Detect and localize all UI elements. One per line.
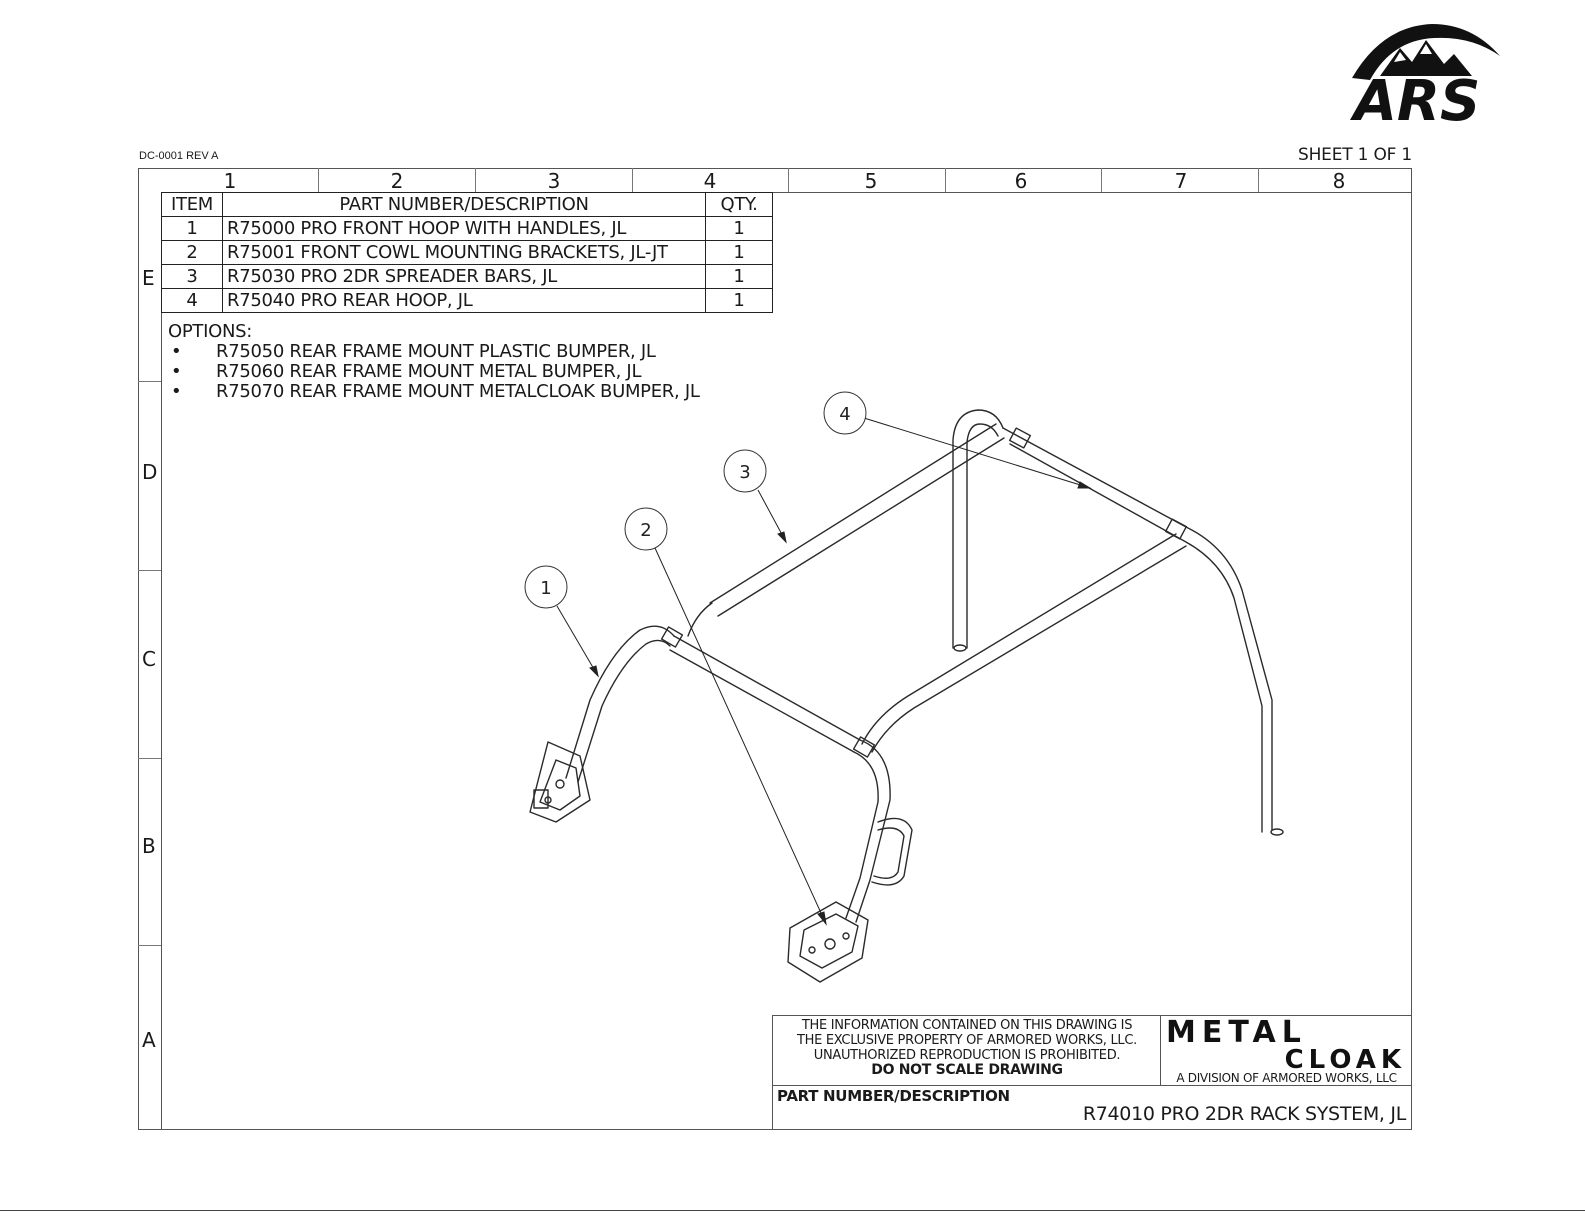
- zone-column-8: 8: [1332, 169, 1346, 193]
- part-number-label: PART NUMBER/DESCRIPTION: [777, 1087, 1010, 1105]
- page-bottom-rule: [0, 1210, 1585, 1211]
- sheet-number: SHEET 1 OF 1: [1298, 145, 1413, 165]
- zone-tick: [138, 381, 161, 382]
- table-row: 4 R75040 PRO REAR HOOP, JL 1: [161, 288, 773, 313]
- cowl-bracket-right: [787, 901, 869, 983]
- zone-column-7: 7: [1174, 169, 1188, 193]
- bom-qty: 1: [705, 264, 773, 289]
- zone-row-c: C: [142, 647, 156, 671]
- svg-text:METAL: METAL: [1166, 1016, 1307, 1050]
- balloon-label-3: 3: [739, 462, 750, 483]
- balloon-4: [823, 391, 867, 435]
- drawing-frame: [138, 168, 1412, 1130]
- bom-qty: 1: [705, 240, 773, 265]
- zone-tick: [1258, 168, 1259, 192]
- bom-header-row: ITEM PART NUMBER/DESCRIPTION QTY.: [161, 192, 773, 217]
- balloon-2: [624, 507, 668, 551]
- do-not-scale-notice: DO NOT SCALE DRAWING: [871, 1062, 1063, 1078]
- zone-tick: [945, 168, 946, 192]
- bom-header-description: PART NUMBER/DESCRIPTION: [222, 192, 706, 217]
- svg-text:CLOAK: CLOAK: [1285, 1045, 1406, 1072]
- balloon-3: [723, 449, 767, 493]
- options-list: OPTIONS: R75050 REAR FRAME MOUNT PLASTIC…: [168, 321, 700, 403]
- bom-description: R75000 PRO FRONT HOOP WITH HANDLES, JL: [222, 216, 706, 241]
- zone-column-3: 3: [547, 169, 561, 193]
- table-row: 1 R75000 PRO FRONT HOOP WITH HANDLES, JL…: [161, 216, 773, 241]
- zone-row-e: E: [142, 266, 155, 290]
- zone-tick: [632, 168, 633, 192]
- bom-qty: 1: [705, 216, 773, 241]
- title-block-divider: [1160, 1015, 1161, 1085]
- notice-line: THE INFORMATION CONTAINED ON THIS DRAWIN…: [801, 1018, 1133, 1033]
- zone-column-6: 6: [1014, 169, 1028, 193]
- cowl-bracket-left: [529, 741, 591, 823]
- document-id: DC-0001 REV A: [139, 150, 219, 162]
- bom-item: 2: [161, 240, 223, 265]
- proprietary-notice: THE INFORMATION CONTAINED ON THIS DRAWIN…: [775, 1018, 1159, 1078]
- zone-tick: [138, 570, 161, 571]
- title-block: [772, 1015, 1411, 1129]
- zone-tick: [788, 168, 789, 192]
- bill-of-materials: ITEM PART NUMBER/DESCRIPTION QTY. 1 R750…: [161, 192, 773, 313]
- part-number-value: R74010 PRO 2DR RACK SYSTEM, JL: [1082, 1103, 1406, 1125]
- balloon-1: [524, 565, 568, 609]
- zone-row-d: D: [142, 460, 158, 484]
- zone-column-4: 4: [703, 169, 717, 193]
- bom-qty: 1: [705, 288, 773, 313]
- division-note: A DIVISION OF ARMORED WORKS, LLC: [1176, 1071, 1397, 1085]
- notice-line: UNAUTHORIZED REPRODUCTION IS PROHIBITED.: [813, 1048, 1121, 1063]
- rack-system-drawing: 1 2 3 4: [524, 391, 1284, 983]
- zone-row-a: A: [142, 1028, 156, 1052]
- zone-tick: [138, 945, 161, 946]
- table-row: 3 R75030 PRO 2DR SPREADER BARS, JL 1: [161, 264, 773, 289]
- bom-item: 3: [161, 264, 223, 289]
- drawing-area: [161, 192, 1411, 1129]
- bom-header-qty: QTY.: [705, 192, 773, 217]
- title-block-divider: [772, 1085, 1411, 1086]
- zone-column-2: 2: [390, 169, 404, 193]
- zone-row-b: B: [142, 834, 156, 858]
- rear-hoop: [952, 409, 1284, 836]
- zone-tick: [475, 168, 476, 192]
- bom-header-item: ITEM: [161, 192, 223, 217]
- zone-column-1: 1: [223, 169, 237, 193]
- ars-logo: ARS: [1350, 24, 1500, 130]
- zone-tick: [1101, 168, 1102, 192]
- list-item: R75060 REAR FRAME MOUNT METAL BUMPER, JL: [168, 362, 700, 383]
- notice-line: THE EXCLUSIVE PROPERTY OF ARMORED WORKS,…: [797, 1033, 1137, 1048]
- bom-description: R75030 PRO 2DR SPREADER BARS, JL: [222, 264, 706, 289]
- front-hoop: [565, 625, 913, 923]
- bom-description: R75001 FRONT COWL MOUNTING BRACKETS, JL-…: [222, 240, 706, 265]
- balloon-label-2: 2: [640, 520, 651, 541]
- bom-description: R75040 PRO REAR HOOP, JL: [222, 288, 706, 313]
- balloon-label-4: 4: [839, 404, 850, 425]
- spreader-bars: [687, 423, 1187, 753]
- svg-text:ARS: ARS: [1350, 69, 1481, 130]
- metalcloak-logo: METAL CLOAK: [1166, 1016, 1406, 1072]
- list-item: R75070 REAR FRAME MOUNT METALCLOAK BUMPE…: [168, 382, 700, 403]
- bom-item: 1: [161, 216, 223, 241]
- bom-item: 4: [161, 288, 223, 313]
- table-row: 2 R75001 FRONT COWL MOUNTING BRACKETS, J…: [161, 240, 773, 265]
- options-title: OPTIONS:: [168, 321, 253, 342]
- zone-column-5: 5: [864, 169, 878, 193]
- zone-tick: [138, 758, 161, 759]
- list-item: R75050 REAR FRAME MOUNT PLASTIC BUMPER, …: [168, 342, 700, 363]
- zone-tick: [318, 168, 319, 192]
- balloon-label-1: 1: [540, 578, 551, 599]
